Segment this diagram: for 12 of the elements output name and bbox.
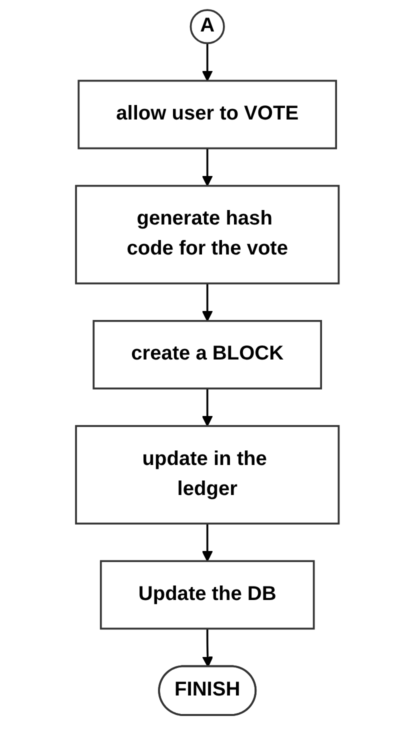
- node-box: Update the DB: [100, 560, 315, 630]
- arrow: [202, 524, 213, 562]
- node-box: allow user to VOTE: [78, 80, 338, 150]
- arrow: [202, 628, 214, 668]
- arrow: [202, 43, 213, 82]
- arrow: [202, 388, 213, 426]
- arrow: [202, 283, 213, 322]
- node-box: update in the ledger: [75, 425, 340, 525]
- node-box: create a BLOCK: [92, 320, 322, 390]
- arrow: [202, 148, 213, 186]
- node-box: generate hash code for the vote: [75, 184, 340, 284]
- node-circle: A: [190, 9, 226, 44]
